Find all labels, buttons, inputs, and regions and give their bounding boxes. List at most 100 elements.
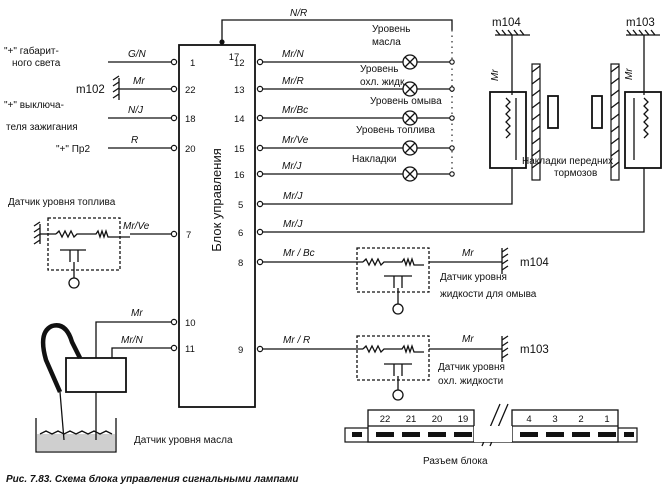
wire-pin-10-label: Mr: [131, 308, 143, 319]
ground-m104-top: [495, 29, 530, 95]
connector-latch-right: [624, 432, 634, 437]
pin-10-terminal: [170, 318, 178, 326]
coolant-sensor-ground: [429, 335, 509, 362]
wire-pin-22-label: Mr: [133, 76, 145, 87]
washer-sensor-label-2: жидкости для омыва: [440, 289, 537, 300]
pin-15-terminal: [256, 144, 264, 152]
wire-pin-12-label: Mr/N: [282, 49, 304, 60]
coolant-sensor-label-2: охл. жидкости: [438, 376, 503, 387]
wire-pin-10: [95, 321, 172, 358]
brake-left-disc: [531, 63, 541, 181]
wire-pin-11-label: Mr/N: [121, 335, 143, 346]
pin-13-terminal: [256, 85, 264, 93]
oil-sensor-probe: [59, 391, 97, 441]
lamp-cross-icon: [404, 142, 416, 154]
lamp-cross-icon: [404, 56, 416, 68]
connector-pin-contact: [520, 432, 538, 437]
pin-13-label: 13: [234, 85, 245, 96]
fuel-sensor-resistor: [55, 228, 130, 240]
wire-pin-8-label: Mr / Bc: [283, 248, 315, 259]
washer-sensor-float: [384, 275, 412, 304]
lamp-rail-terminal-12: [449, 59, 455, 65]
pin-1-label: 1: [190, 58, 195, 69]
pin-17-dot: [219, 39, 225, 45]
wire-pin-6: [262, 168, 645, 233]
pin-5-label: 5: [238, 200, 243, 211]
oil-sensor-body: [65, 357, 127, 393]
connector-pin-contact: [428, 432, 446, 437]
fuel-sensor-float: [60, 249, 86, 278]
wire-pin-5-label: Mr/J: [283, 191, 303, 202]
connector-pin-contact: [572, 432, 590, 437]
coolant-sensor-float: [384, 363, 412, 390]
lamp-rail-terminal-14: [449, 115, 455, 121]
input-ignition-label-1: "+" выключа-: [4, 100, 64, 111]
pin-11-label: 11: [185, 344, 195, 355]
ground-m104-top-label: m104: [492, 17, 521, 29]
brake-right-wire-label: Mr: [624, 68, 635, 80]
oil-sensor-label: Датчик уровня масла: [134, 435, 233, 446]
fuel-sensor-float-ball: [68, 277, 80, 289]
wire-pin-16-label: Mr/J: [282, 161, 302, 172]
washer-sensor-box: [356, 247, 430, 293]
connector-pin-label: 19: [458, 414, 469, 425]
ground-m102-symbol: [112, 75, 172, 100]
pin-15-label: 15: [234, 144, 245, 155]
brake-right-pad: [591, 95, 603, 129]
oil-pan: [35, 418, 117, 453]
pin-17-label: 17: [229, 52, 240, 63]
pin-12-terminal: [256, 58, 264, 66]
wire-pin-5: [262, 168, 513, 205]
oil-level-fill: [37, 434, 115, 451]
wire-pin-15-label: Mr/Ve: [282, 135, 309, 146]
top-wire-label: N/R: [290, 8, 307, 19]
pin-8-label: 8: [238, 258, 243, 269]
coolant-sensor-label-1: Датчик уровня: [438, 362, 505, 373]
input-clearance-label-1: "+" габарит-: [4, 45, 59, 57]
ground-m103-top-label: m103: [626, 17, 655, 29]
pin-10-label: 10: [185, 318, 196, 329]
fuel-sensor-ground: [33, 221, 56, 245]
wire-pin-7-label: Mr/Ve: [123, 221, 150, 232]
lamp-16-label-1: Накладки: [352, 154, 396, 165]
input-ignition-label-2: теля зажигания: [6, 122, 78, 133]
connector-pin-label: 1: [604, 414, 609, 425]
connector-pin-label: 22: [380, 414, 391, 425]
connector-latch-left: [352, 432, 362, 437]
pin-12-label: 12: [234, 58, 245, 69]
pin-16-label: 16: [234, 170, 245, 181]
lamp-rail-terminal-16: [449, 171, 455, 177]
pin-22-label: 22: [185, 85, 196, 96]
wire-pin-18-label: N/J: [128, 105, 144, 116]
lamp-12-label-1: Уровень: [372, 24, 411, 35]
connector-pin-contact: [376, 432, 394, 437]
brake-pads-label-1: Накладки передних: [522, 156, 613, 167]
figure-caption: Рис. 7.83. Схема блока управления сигнал…: [6, 473, 299, 485]
lamp-rail-terminal-15: [449, 145, 455, 151]
brake-right-disc: [610, 63, 620, 181]
lamp-15-label-1: Уровень топлива: [356, 125, 435, 136]
pin-18-terminal: [170, 114, 178, 122]
pin-11-terminal: [170, 344, 178, 352]
pin-7-label: 7: [186, 230, 191, 241]
brake-left-wire-label: Mr: [490, 69, 501, 81]
pin-20-terminal: [170, 144, 178, 152]
pin-6-terminal: [256, 228, 264, 236]
lamp-14-label-1: Уровень омыва: [370, 96, 442, 107]
connector-pin-label: 21: [406, 414, 417, 425]
pin-5-terminal: [256, 200, 264, 208]
brake-left-disc-hatch: [531, 65, 541, 169]
pin-22-terminal: [170, 85, 178, 93]
ground-m102-label: m102: [76, 84, 105, 96]
pin-6-label: 6: [238, 228, 243, 239]
brake-pads-label-2: тормозов: [554, 168, 597, 179]
lamp-cross-icon: [404, 112, 416, 124]
brake-right-caliper: [624, 91, 662, 169]
connector-pin-contact: [546, 432, 564, 437]
washer-ground-wire-label: Mr: [462, 248, 474, 259]
brake-left-pad: [547, 95, 559, 129]
lamp-13-label-2: охл. жидк: [360, 77, 405, 88]
pin-7-terminal: [170, 230, 178, 238]
